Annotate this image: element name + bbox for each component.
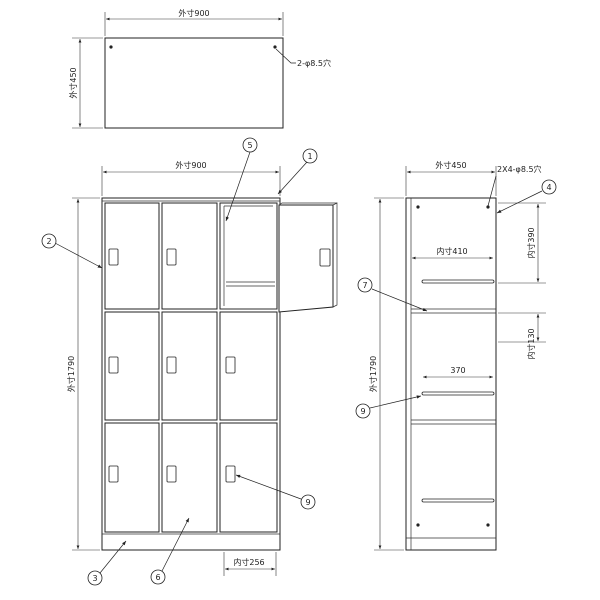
- side-height-label: 外寸1790: [368, 356, 378, 392]
- door-r2c1[interactable]: [104, 311, 160, 421]
- side-hook-width-label: 370: [450, 366, 465, 375]
- side-view: 外寸450 2X4-φ8.5穴 内寸410 370 内寸390 内寸130 外寸…: [368, 160, 546, 551]
- side-inner-width-label: 内寸410: [436, 246, 467, 256]
- handle-r2c1[interactable]: [108, 356, 119, 374]
- side-shelf-gap-label: 内寸130: [526, 328, 536, 359]
- side-view-body: [405, 197, 497, 551]
- callout-7-balloon: [357, 277, 373, 293]
- callout-1-balloon: [302, 148, 318, 164]
- cabinet-body: [101, 197, 281, 551]
- open-door[interactable]: [278, 202, 338, 313]
- callouts: 1 5 2 3 6 9 4 7 9: [41, 137, 557, 586]
- front-height-label: 外寸1790: [66, 356, 76, 392]
- door-r3c1[interactable]: [104, 422, 160, 533]
- side-inner-height-label: 内寸390: [526, 227, 536, 258]
- handle-r1c2[interactable]: [166, 248, 177, 266]
- handle-r3c1[interactable]: [108, 465, 119, 483]
- top-view-body: [104, 37, 284, 129]
- open-compartment: [219, 202, 278, 310]
- callout-9b-balloon: [355, 403, 371, 419]
- handle-r2c3[interactable]: [225, 356, 236, 374]
- side-shelf-2: [421, 391, 495, 396]
- handle-r1c1[interactable]: [108, 248, 119, 266]
- callout-5: 5: [247, 141, 252, 150]
- mount-hole-right: [273, 45, 277, 49]
- callout-1: 1: [307, 152, 312, 161]
- side-hole-bottom-right: [486, 523, 490, 527]
- side-depth-label: 外寸450: [435, 160, 466, 170]
- callout-2-balloon: [41, 233, 57, 249]
- callout-3-balloon: [87, 570, 103, 586]
- callout-4: 4: [546, 183, 551, 192]
- open-door-handle[interactable]: [319, 248, 331, 267]
- callout-3: 3: [92, 574, 97, 583]
- mount-hole-left: [109, 45, 113, 49]
- handle-r3c3[interactable]: [225, 465, 236, 483]
- callout-2: 2: [46, 237, 51, 246]
- front-width-label: 外寸900: [175, 160, 206, 170]
- hole-leader: [275, 48, 296, 64]
- side-hole-top-left: [416, 205, 420, 209]
- handle-r2c2[interactable]: [166, 356, 177, 374]
- side-shelf-3: [421, 498, 495, 503]
- side-hole-leader: [487, 175, 497, 207]
- side-hole-label: 2X4-φ8.5穴: [497, 164, 542, 174]
- front-inner-width-label: 内寸256: [233, 557, 264, 567]
- handle-r3c2[interactable]: [166, 465, 177, 483]
- callout-7: 7: [362, 281, 367, 290]
- side-shelf-1: [421, 279, 495, 284]
- top-depth-label: 外寸450: [68, 67, 78, 98]
- side-hole-bottom-left: [416, 523, 420, 527]
- front-view: 外寸900 外寸1790 内寸256: [66, 160, 338, 576]
- callout-6: 6: [155, 573, 160, 582]
- callout-5-balloon: [242, 137, 258, 153]
- side-hole-top-right: [486, 205, 490, 209]
- top-width-label: 外寸900: [178, 8, 209, 18]
- callout-4-balloon: [541, 179, 557, 195]
- callout-9b: 9: [360, 407, 365, 416]
- callout-9a: 9: [305, 498, 310, 507]
- callout-6-balloon: [150, 569, 166, 585]
- callout-9a-balloon: [300, 494, 316, 510]
- top-hole-label: 2-φ8.5穴: [297, 58, 331, 68]
- top-view: 外寸900 外寸450 2-φ8.5穴: [68, 8, 331, 129]
